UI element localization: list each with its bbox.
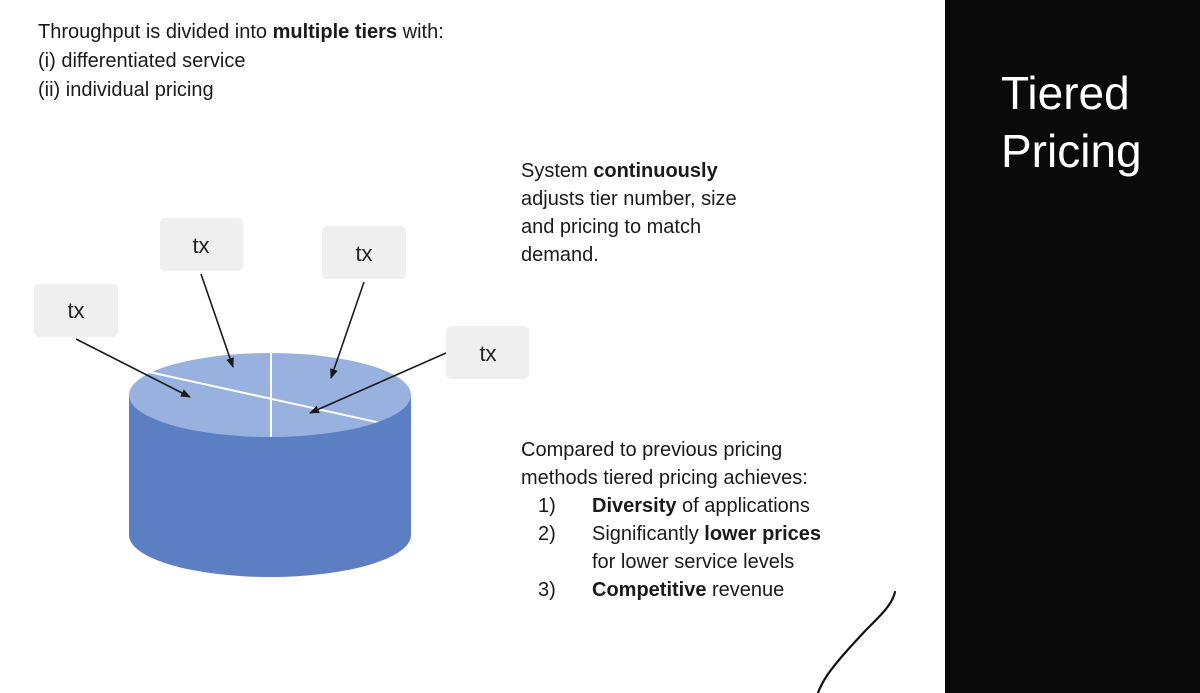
tx-box-upper-left: tx <box>160 218 243 271</box>
comparison-intro-2: methods tiered pricing achieves: <box>521 467 808 489</box>
arrow-left <box>75 338 191 398</box>
list-number: 1) <box>538 495 556 517</box>
system-note-line-3: and pricing to match <box>521 216 702 238</box>
tx-box-upper-right: tx <box>322 226 406 279</box>
comparison-intro-1: Compared to previous pricing <box>521 439 783 461</box>
tier-divider-diagonal <box>139 369 391 426</box>
cylinder-body <box>129 395 411 577</box>
list-number: 2) <box>538 523 556 545</box>
list-item: 3) Competitive revenue <box>521 576 901 604</box>
list-item: 1) Diversity of applications <box>521 492 901 520</box>
intro-text: Throughput is divided into multiple tier… <box>38 18 444 105</box>
pen-stroke <box>816 590 897 693</box>
arrow-upper-right <box>330 281 365 379</box>
svg-text:tx: tx <box>67 298 84 323</box>
svg-text:tx: tx <box>479 341 496 366</box>
tx-box-right: tx <box>446 326 529 379</box>
system-note: System continuously adjusts tier number,… <box>521 157 801 269</box>
list-text: Diversity of applications <box>592 495 810 517</box>
list-text: Competitive revenue <box>592 579 785 601</box>
system-note-emphasis: continuously <box>593 160 718 182</box>
svg-text:tx: tx <box>192 233 209 258</box>
system-note-line-4: demand. <box>521 244 599 266</box>
benefit-list: 1) Diversity of applications 2) Signific… <box>521 492 901 604</box>
tx-box-left: tx <box>34 284 118 337</box>
arrow-right <box>309 352 447 414</box>
title-panel: Tiered Pricing <box>945 0 1200 693</box>
slide-title: Tiered Pricing <box>1001 67 1142 177</box>
intro-line-1: Throughput is divided into multiple tier… <box>38 21 444 43</box>
comparison-block: Compared to previous pricing methods tie… <box>521 436 901 604</box>
tier-diagram: tx tx tx tx <box>34 218 897 693</box>
intro-line-3: (ii) individual pricing <box>38 79 214 101</box>
intro-emphasis: multiple tiers <box>272 21 398 43</box>
intro-line-2: (i) differentiated service <box>38 50 246 72</box>
system-note-line-1: System continuously <box>521 160 718 182</box>
system-note-line-2: adjusts tier number, size <box>521 188 737 210</box>
list-number: 3) <box>538 579 556 601</box>
arrow-upper-left <box>200 273 234 368</box>
svg-text:tx: tx <box>355 241 372 266</box>
tier-dividers <box>139 353 391 437</box>
